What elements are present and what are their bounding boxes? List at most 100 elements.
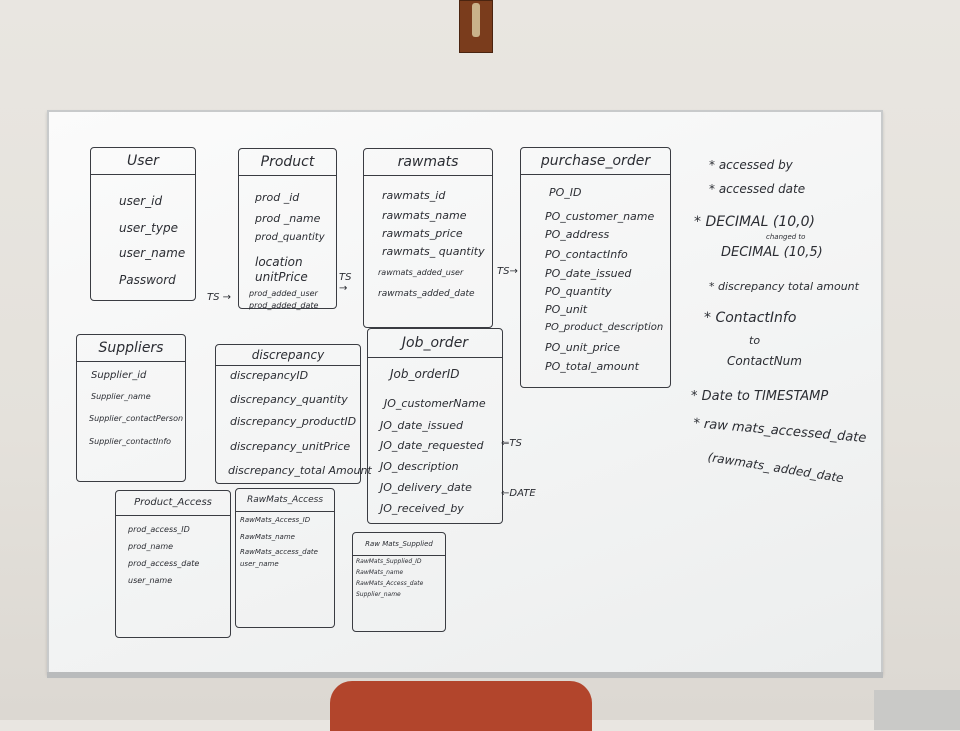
- table-field: PO_ID: [549, 186, 582, 199]
- table-rawmats-supplied: Raw Mats_Supplied RawMats_Supplied_ID Ra…: [352, 532, 446, 632]
- table-field: unitPrice: [255, 270, 308, 284]
- crucifix: [459, 0, 493, 53]
- table-field: prod_added_user: [249, 289, 318, 298]
- table-title: Job_order: [368, 329, 502, 358]
- table-title: Product: [239, 149, 336, 176]
- desk-corner: [874, 690, 960, 730]
- table-title: Raw Mats_Supplied: [353, 533, 445, 556]
- table-field: prod_access_ID: [128, 525, 190, 534]
- ts-label: TS: [497, 266, 510, 277]
- table-rawmats: rawmats rawmats_id rawmats_name rawmats_…: [363, 148, 493, 328]
- table-field: Password: [119, 273, 176, 287]
- table-purchase-order: purchase_order PO_ID PO_customer_name PO…: [520, 147, 671, 388]
- table-title: User: [91, 148, 195, 175]
- table-field: JO_delivery_date: [380, 481, 472, 494]
- ts-arrow-rawmats: TS→: [339, 272, 351, 294]
- table-field: RawMats_name: [356, 569, 404, 576]
- note-contactinfo: * ContactInfo: [704, 310, 797, 326]
- table-field: Supplier_name: [91, 392, 151, 401]
- table-field: prod_quantity: [255, 232, 325, 243]
- table-rawmats-access: RawMats_Access RawMats_Access_ID RawMats…: [235, 488, 335, 628]
- note-to: to: [749, 334, 761, 347]
- note-accessed-date: * accessed date: [709, 182, 806, 196]
- table-field: location: [255, 255, 303, 269]
- table-field: JO_date_issued: [380, 419, 463, 432]
- table-suppliers: Suppliers Supplier_id Supplier_name Supp…: [76, 334, 186, 482]
- ts-label: TS: [509, 438, 522, 449]
- table-field: PO_unit_price: [545, 341, 620, 354]
- table-title: RawMats_Access: [236, 489, 334, 512]
- table-field: JO_date_requested: [380, 439, 484, 452]
- table-job-order: Job_order Job_orderID JO_customerName JO…: [367, 328, 503, 524]
- note-decimal-new: DECIMAL (10,5): [721, 245, 823, 260]
- table-field: PO_total_amount: [545, 360, 639, 373]
- table-product-access: Product_Access prod_access_ID prod_name …: [115, 490, 231, 638]
- table-title: Product_Access: [116, 491, 230, 516]
- table-field: user_name: [240, 560, 279, 568]
- table-field: RawMats_name: [240, 533, 295, 541]
- table-field: PO_customer_name: [545, 210, 655, 223]
- table-title: discrepancy: [216, 345, 360, 366]
- chair: [330, 681, 592, 731]
- note-discrepancy-total: * discrepancy total amount: [709, 280, 859, 293]
- table-field: Supplier_name: [356, 591, 401, 598]
- arrow-right-icon: →: [339, 283, 348, 294]
- table-field: prod_access_date: [128, 559, 200, 568]
- note-changed-to: changed to: [766, 233, 806, 241]
- table-field: JO_received_by: [380, 502, 464, 515]
- table-field: PO_product_description: [545, 322, 664, 333]
- arrow-right-icon: →: [222, 292, 232, 303]
- ts-label: TS: [339, 272, 352, 283]
- arrow-left-icon: ⇐: [501, 438, 510, 449]
- note-date-timestamp: * Date to TIMESTAMP: [691, 389, 829, 404]
- arrow-left-icon: ←: [501, 488, 510, 499]
- date-arrow-job-order: ←DATE: [501, 488, 536, 499]
- note-decimal: * DECIMAL (10,0): [694, 214, 815, 230]
- table-field: RawMats_Access_ID: [240, 516, 311, 524]
- note-rawmats-accessed-date: * raw mats_accessed_date: [692, 416, 867, 447]
- table-field: PO_date_issued: [545, 267, 632, 280]
- table-discrepancy: discrepancy discrepancyID discrepancy_qu…: [215, 344, 372, 484]
- table-field: discrepancy_productID: [230, 415, 357, 428]
- table-field: Supplier_contactInfo: [89, 437, 172, 446]
- table-field: user_name: [119, 246, 186, 260]
- table-field: prod _id: [255, 191, 300, 204]
- table-title: rawmats: [364, 149, 492, 176]
- table-product: Product prod _id prod _name prod_quantit…: [238, 148, 337, 310]
- table-field: PO_address: [545, 228, 610, 241]
- whiteboard: User user_id user_type user_name Passwor…: [47, 110, 883, 674]
- table-field: Supplier_id: [91, 370, 147, 381]
- table-field: JO_customerName: [384, 397, 486, 410]
- table-field: user_type: [119, 221, 178, 235]
- table-field: PO_quantity: [545, 285, 612, 298]
- table-field: rawmats_added_user: [378, 268, 464, 277]
- crucifix-figure: [472, 3, 480, 37]
- ts-arrow-purchase-order: TS→: [497, 266, 518, 277]
- table-title: Suppliers: [77, 335, 185, 362]
- table-field: rawmats_ quantity: [382, 245, 485, 258]
- note-contactnum: ContactNum: [727, 354, 802, 368]
- table-field: user_id: [119, 194, 163, 208]
- table-field: prod_name: [128, 542, 174, 551]
- table-field: Job_orderID: [390, 367, 460, 381]
- ts-arrow-job-order: ⇐TS: [501, 438, 522, 449]
- table-field: PO_contactInfo: [545, 248, 628, 261]
- table-field: RawMats_access_date: [240, 548, 318, 556]
- ts-label: TS: [207, 292, 220, 303]
- table-field: RawMats_Access_date: [356, 580, 424, 587]
- table-user: User user_id user_type user_name Passwor…: [90, 147, 196, 301]
- table-field: PO_unit: [545, 303, 588, 316]
- table-field: prod_added_date: [249, 301, 319, 310]
- ts-arrow-product: TS →: [207, 292, 231, 303]
- table-field: discrepancy_total Amount: [228, 464, 372, 477]
- table-field: user_name: [128, 576, 173, 585]
- note-rawmats-added-date: (rawmats_ added_date: [706, 450, 845, 486]
- table-field: Supplier_contactPerson: [89, 414, 184, 423]
- table-field: rawmats_id: [382, 189, 446, 202]
- table-field: discrepancy_unitPrice: [230, 440, 351, 453]
- table-field: rawmats_added_date: [378, 289, 475, 299]
- date-label: DATE: [509, 488, 536, 499]
- table-title: purchase_order: [521, 148, 670, 175]
- note-accessed-by: * accessed by: [709, 158, 793, 172]
- table-field: RawMats_Supplied_ID: [356, 558, 422, 565]
